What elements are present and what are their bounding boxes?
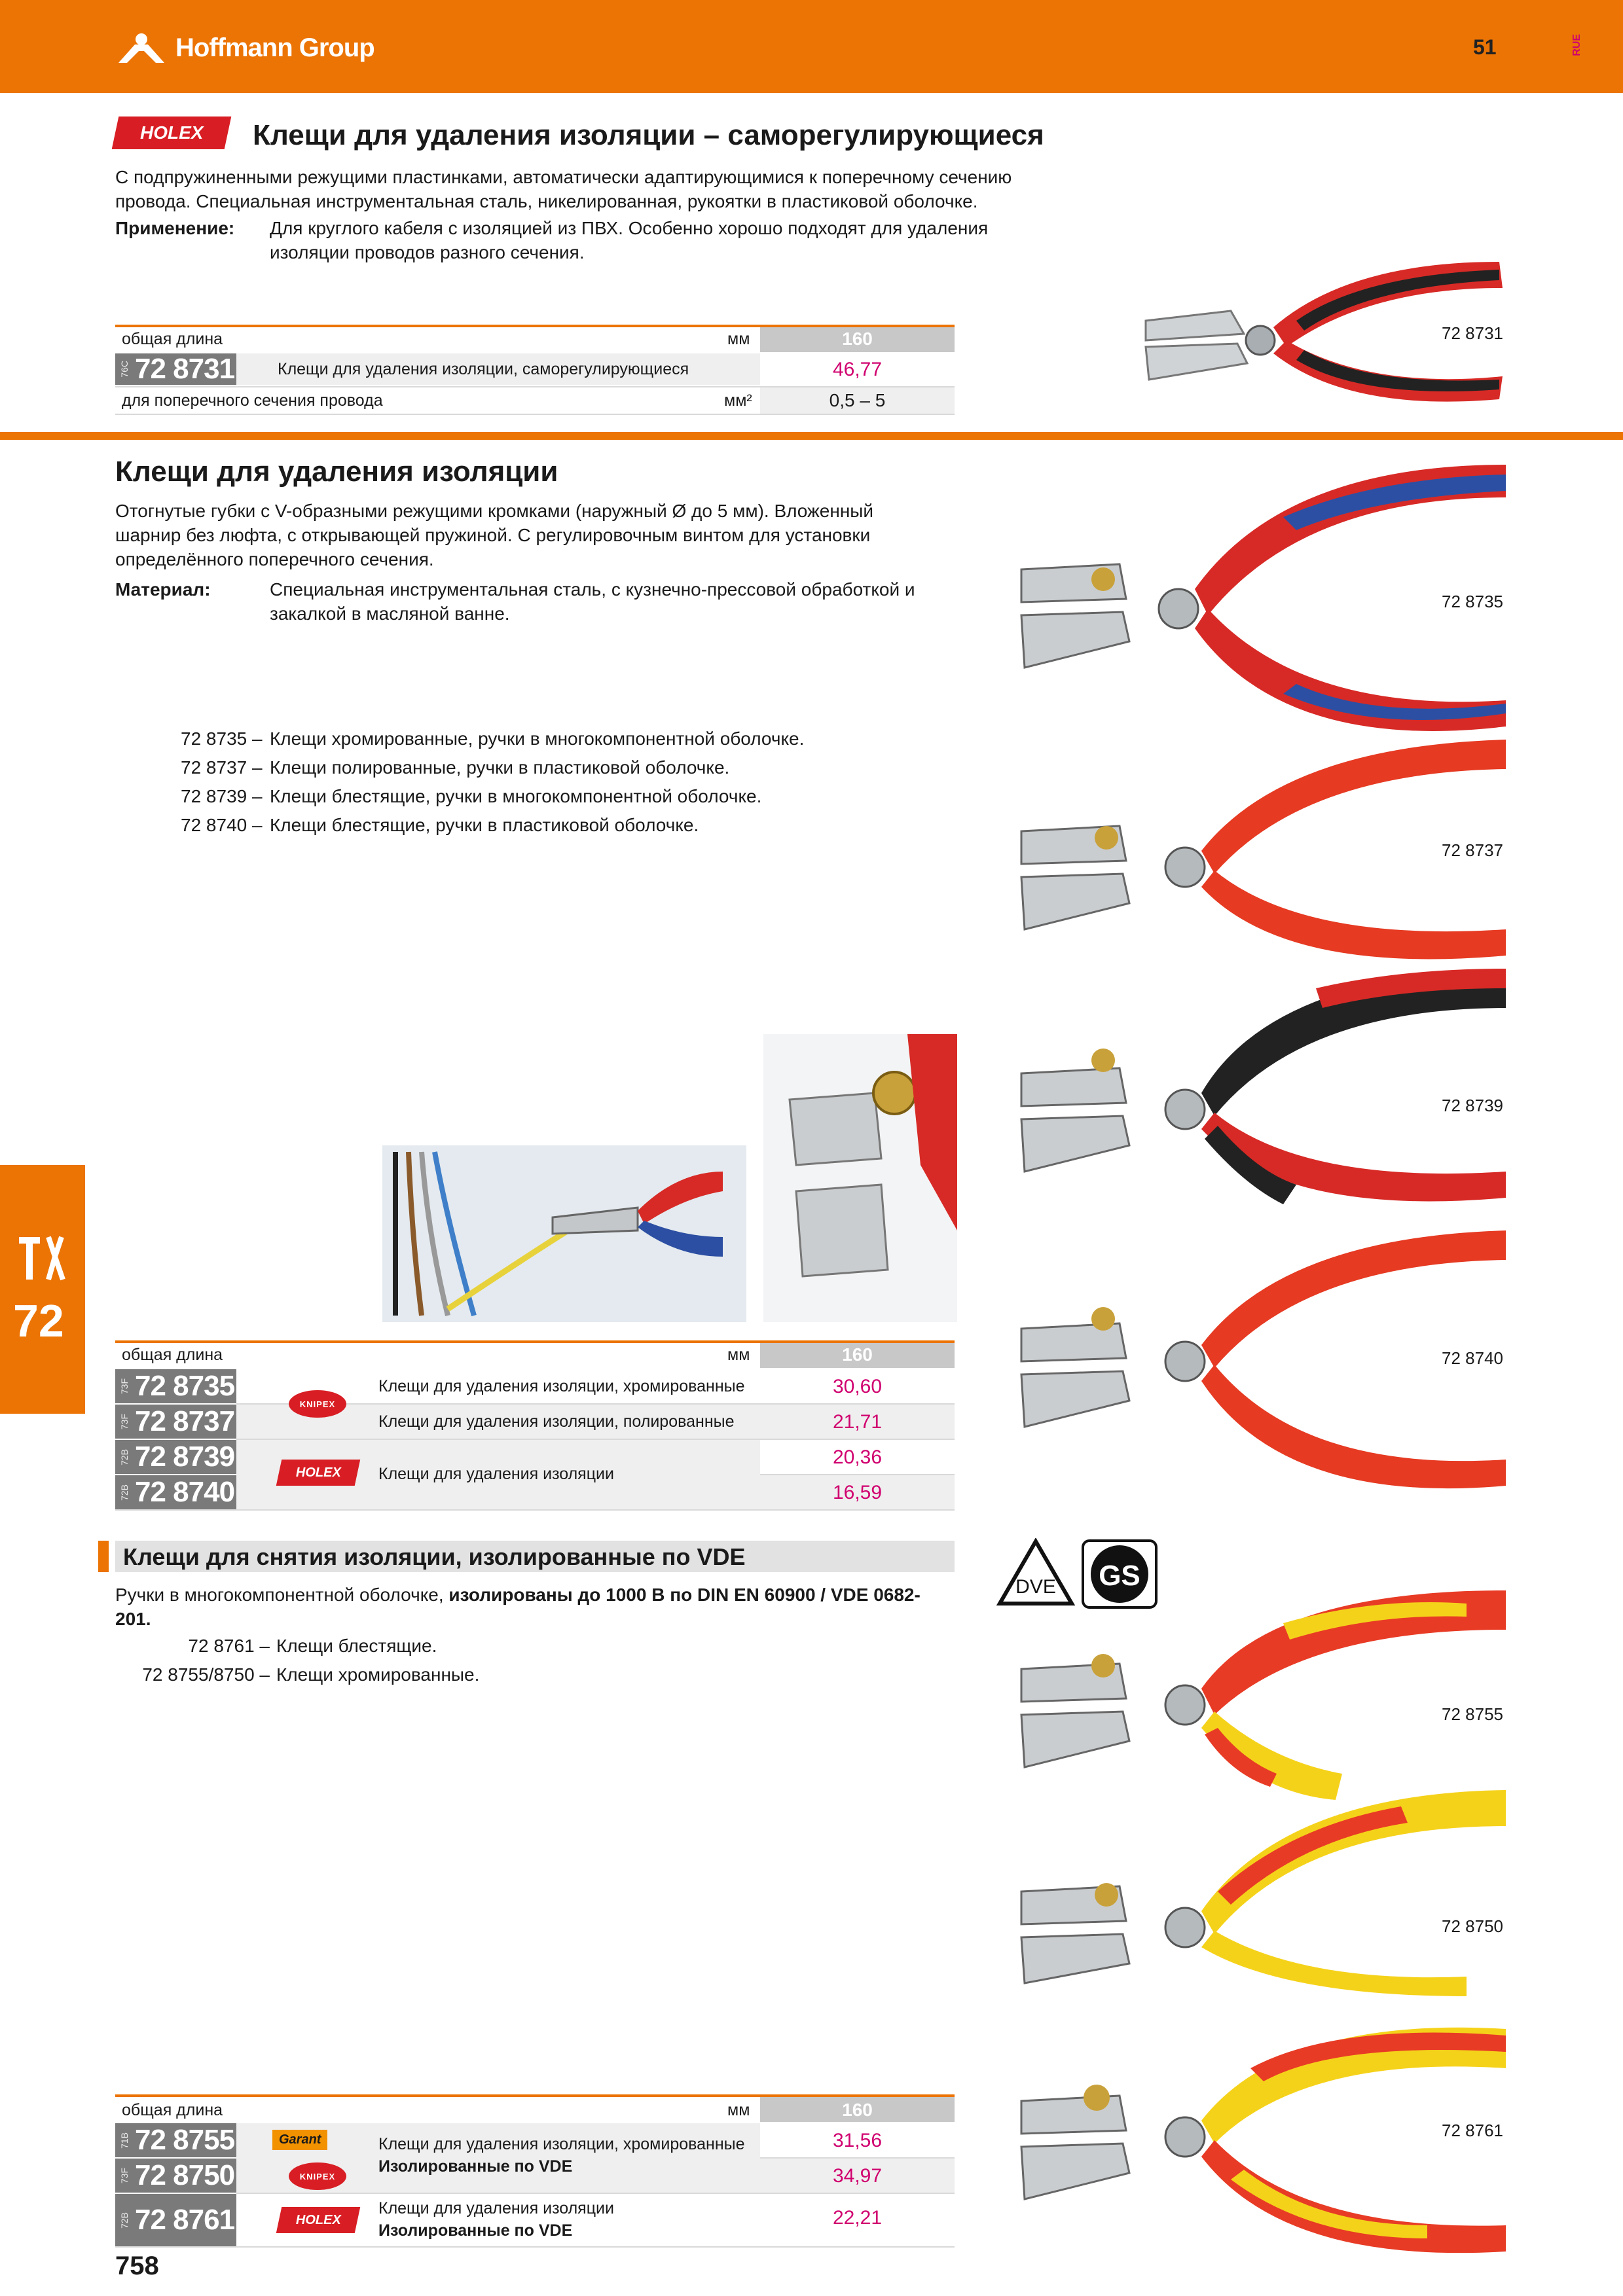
- row-description: Клещи для удаления изоляции, хромированн…: [378, 2135, 745, 2153]
- table-header-value: 160: [842, 329, 873, 349]
- row-description: Клещи для удаления изоляции, саморегулир…: [278, 360, 689, 378]
- row-price: 34,97: [832, 2165, 883, 2187]
- section3-description: Ручки в многокомпонентной оболочке, изол…: [115, 1585, 921, 1629]
- product-image-728731: [1144, 262, 1503, 402]
- page-number-bottom: 758: [115, 2251, 159, 2280]
- detail-photo-jaws: [763, 1034, 957, 1322]
- product-image-728755: [1020, 1590, 1506, 1800]
- product-image-728761: [1020, 2027, 1506, 2253]
- list-item: 72 8755/8750 –Клещи хромированные.: [142, 1664, 480, 1685]
- table-header-unit: мм: [727, 330, 750, 348]
- table-728731: общая длина мм 160 76C 72 8731 Клещи для…: [115, 325, 955, 416]
- list-item: 72 8739 –Клещи блестящие, ручки в многок…: [181, 786, 762, 806]
- product-image-728735: [1020, 465, 1506, 731]
- holex-badge: HOLEX: [111, 117, 232, 149]
- list-item: 72 8761 –Клещи блестящие.: [188, 1636, 437, 1656]
- gs-cert-icon: GS: [1082, 1539, 1158, 1609]
- knipex-logo: KNIPEX: [289, 1390, 346, 1418]
- section1-description: С подпружиненными режущими пластинками, …: [115, 167, 1012, 211]
- table-header-label: общая длина: [122, 1346, 223, 1364]
- footer-label: для поперечного сечения провода: [122, 391, 383, 410]
- table-header-value: 160: [842, 2100, 873, 2120]
- section-divider: [0, 432, 1623, 440]
- section3-variant-list: 72 8761 –Клещи блестящие. 72 8755/8750 –…: [131, 1634, 917, 1691]
- row-price: 16,59: [832, 1482, 883, 1503]
- application-text: Для круглого кабеля с изоляцией из ПВХ. …: [270, 218, 989, 262]
- table-header-unit: мм: [727, 2101, 750, 2119]
- svg-text:GS: GS: [1099, 1560, 1140, 1592]
- row-description: Клещи для удаления изоляции, полированны…: [378, 1412, 735, 1431]
- row-description: Клещи для удаления изоляции: [378, 2199, 614, 2217]
- image-label-728740: 72 8740: [1442, 1348, 1503, 1368]
- row-price: 31,56: [832, 2130, 883, 2151]
- application-label: Применение:: [115, 218, 235, 238]
- knipex-logo: KNIPEX: [289, 2162, 346, 2190]
- section2-description: Отогнутые губки с V-образными режущими к…: [115, 501, 874, 569]
- image-label-728731: 72 8731: [1442, 323, 1503, 343]
- tools-icon: [19, 1236, 65, 1281]
- header-bar: [0, 0, 1623, 93]
- row-price: 20,36: [832, 1446, 883, 1468]
- article-cell: 76C 72 8731: [115, 353, 236, 385]
- holex-logo: HOLEX: [276, 1460, 361, 1486]
- row-price: 30,60: [832, 1376, 883, 1397]
- product-image-728740: [1020, 1230, 1506, 1489]
- row-description: Изолированные по VDE: [378, 2221, 573, 2240]
- row-description: Клещи для удаления изоляции: [378, 1465, 614, 1483]
- language-code: RUE: [1571, 34, 1582, 56]
- usage-photo-wires: [382, 1145, 746, 1322]
- section2-title: Клещи для удаления изоляции: [115, 456, 558, 488]
- footer-unit: мм²: [724, 391, 752, 410]
- brand-name: Hoffmann Group: [175, 33, 375, 62]
- row-price: 46,77: [832, 359, 883, 380]
- section3-title: Клещи для снятия изоляции, изолированные…: [123, 1543, 746, 1570]
- material-text: Специальная инструментальная сталь, с ку…: [270, 579, 915, 624]
- list-item: 72 8740 –Клещи блестящие, ручки в пласти…: [181, 815, 699, 835]
- chapter-number: 72: [13, 1295, 64, 1346]
- product-image-728750: [1020, 1790, 1506, 1996]
- image-label-728761: 72 8761: [1442, 2121, 1503, 2140]
- product-image-728737: [1020, 740, 1506, 960]
- row-price: 21,71: [832, 1411, 883, 1433]
- image-label-728735: 72 8735: [1442, 592, 1503, 611]
- list-item: 72 8737 –Клещи полированные, ручки в пла…: [181, 757, 730, 778]
- image-label-728755: 72 8755: [1442, 1704, 1503, 1724]
- image-label-728739: 72 8739: [1442, 1096, 1503, 1115]
- svg-text:DVE: DVE: [1015, 1576, 1056, 1598]
- holex-logo: HOLEX: [276, 2207, 361, 2233]
- list-item: 72 8735 –Клещи хромированные, ручки в мн…: [181, 728, 805, 749]
- table-header-label: общая длина: [122, 2101, 223, 2119]
- section2-variant-list: 72 8735 –Клещи хромированные, ручки в мн…: [181, 726, 966, 842]
- hoffmann-logo-icon: [119, 33, 164, 63]
- table-header-value: 160: [842, 1344, 873, 1365]
- footer-value: 0,5 – 5: [829, 390, 886, 410]
- vde-cert-icon: DVE: [996, 1538, 1075, 1605]
- section3-accent: [98, 1541, 109, 1572]
- chapter-tab: [0, 1165, 85, 1414]
- garant-logo: Garant: [272, 2130, 328, 2150]
- image-label-728737: 72 8737: [1442, 840, 1503, 860]
- image-label-728750: 72 8750: [1442, 1916, 1503, 1936]
- row-description: Изолированные по VDE: [378, 2157, 573, 2176]
- section1-title: Клещи для удаления изоляции – саморегули…: [253, 119, 1044, 151]
- brand-logo: Hoffmann Group: [115, 31, 375, 64]
- page-number-top: 51: [1473, 35, 1497, 59]
- row-price: 22,21: [832, 2207, 883, 2229]
- material-label: Материал:: [115, 579, 211, 600]
- table-header-unit: мм: [727, 1346, 750, 1364]
- product-image-728739: [1020, 969, 1506, 1204]
- row-description: Клещи для удаления изоляции, хромированн…: [378, 1377, 745, 1395]
- section3-title-bar: [115, 1541, 955, 1572]
- table-header-label: общая длина: [122, 330, 223, 348]
